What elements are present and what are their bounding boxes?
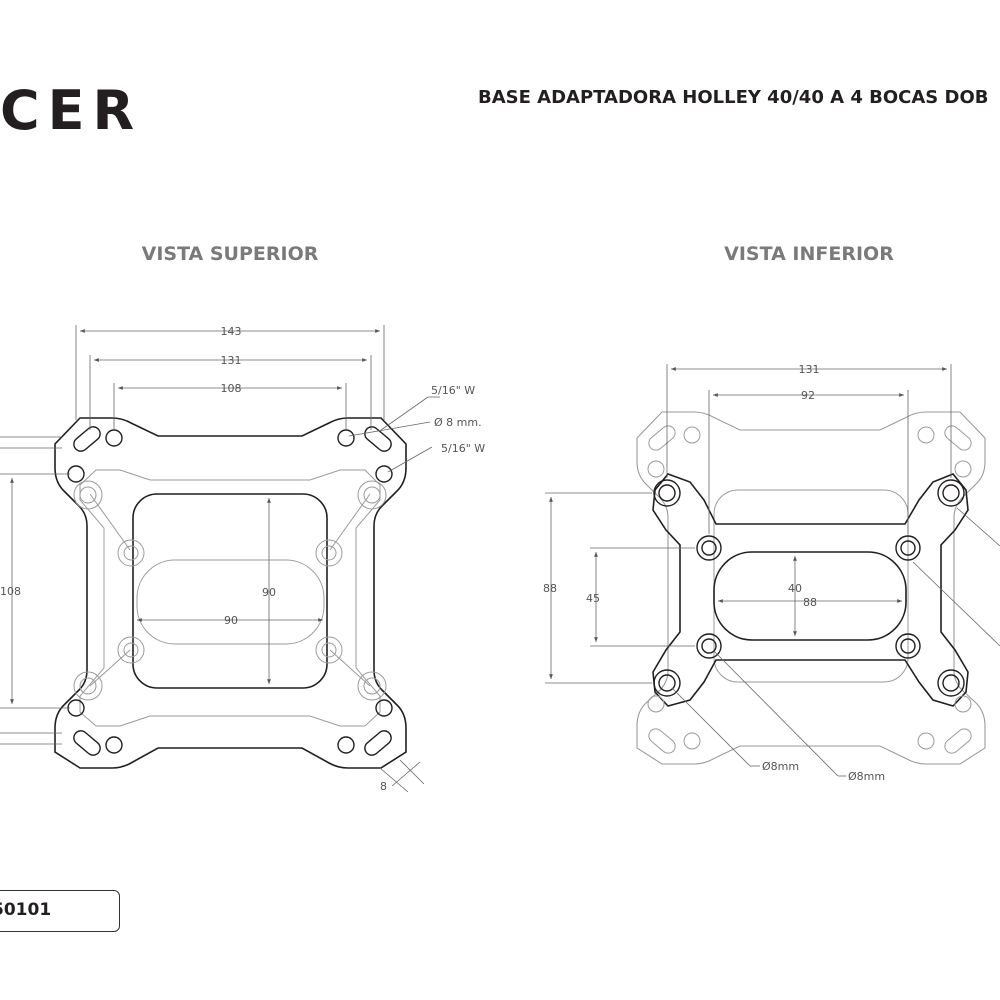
top-plate-outline xyxy=(54,417,407,769)
part-number: 50101 xyxy=(0,900,110,924)
callout-bottom-slot: 5/16" W xyxy=(441,442,485,455)
bottom-opening-faint xyxy=(713,489,909,683)
bottom-faint-features xyxy=(647,425,972,754)
top-inner-outline xyxy=(79,469,381,727)
drawing-title: BASE ADAPTADORA HOLLEY 40/40 A 4 BOCAS D… xyxy=(478,87,989,108)
top-studs xyxy=(73,480,387,701)
view-title-bottom: VISTA INFERIOR xyxy=(724,243,894,265)
dim-top-height-left: 108 xyxy=(0,585,21,598)
dim-top-edge: 8 xyxy=(380,780,387,793)
top-view xyxy=(54,417,407,769)
part-number-text: 50101 xyxy=(0,900,52,920)
callout-top-hole: Ø 8 mm. xyxy=(434,416,482,429)
dim-bottom-inner-width: 92 xyxy=(801,389,815,402)
callout-bottom-hole-b: Ø8mm xyxy=(848,770,885,783)
top-holes xyxy=(67,429,393,754)
dim-bottom-opening-height: 40 xyxy=(788,582,802,595)
bottom-dimension-lines xyxy=(545,364,1000,777)
bottom-plate-outline-faint xyxy=(636,411,986,765)
dim-bottom-height-outer: 88 xyxy=(543,582,557,595)
top-opening-inner xyxy=(136,559,325,645)
dim-top-overall-width: 143 xyxy=(221,325,242,338)
callout-top-slot: 5/16" W xyxy=(431,384,475,397)
part-number-box xyxy=(0,890,120,932)
bottom-plate-outline xyxy=(652,473,969,707)
top-diagonal-guides xyxy=(89,493,371,687)
dim-bottom-opening-width: 88 xyxy=(803,596,817,609)
dim-top-mid-width: 131 xyxy=(221,354,242,367)
brand-logo: CERS xyxy=(0,79,140,142)
dim-top-opening-width: 90 xyxy=(224,614,238,627)
bottom-view xyxy=(636,411,986,765)
bottom-opening xyxy=(713,551,907,641)
dim-bottom-overall-width: 131 xyxy=(799,363,820,376)
top-dimension-lines xyxy=(0,325,440,793)
view-title-top: VISTA SUPERIOR xyxy=(141,243,319,265)
dim-bottom-height-inner: 45 xyxy=(586,592,600,605)
top-opening-outer xyxy=(132,493,328,689)
bottom-studs xyxy=(653,479,965,697)
dim-top-opening-height: 90 xyxy=(262,586,276,599)
dim-top-inner-width: 108 xyxy=(221,382,242,395)
callout-bottom-hole-a: Ø8mm xyxy=(762,760,799,773)
top-slots xyxy=(73,426,392,756)
